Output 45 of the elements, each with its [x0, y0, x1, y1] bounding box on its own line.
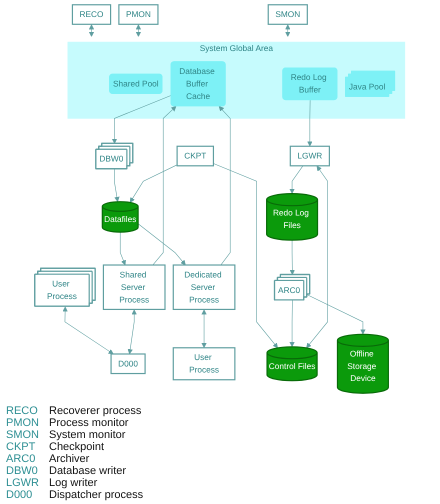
arrow — [138, 223, 186, 266]
node-box: Dedicated Server Process — [172, 264, 236, 310]
node-box: SMON — [268, 4, 308, 25]
abbreviation-meaning: Checkpoint — [49, 441, 104, 453]
arrow — [307, 100, 313, 146]
arrow — [213, 163, 278, 348]
arrow — [114, 168, 120, 202]
arrow — [202, 309, 207, 348]
arrow — [112, 95, 172, 144]
arrow — [290, 166, 304, 194]
arrow — [136, 24, 142, 37]
arrow — [290, 300, 295, 348]
abbreviation-meaning: Archiver — [49, 453, 90, 465]
abbreviation-meaning: Database writer — [49, 465, 126, 477]
arrow — [120, 232, 126, 266]
arrow — [152, 106, 176, 266]
abbreviation-meaning: Process monitor — [49, 417, 128, 429]
node-box: Shared Server Process — [103, 264, 166, 310]
abbreviation-meaning: Recoverer process — [49, 405, 142, 417]
arrow — [306, 294, 366, 335]
process-abbreviation: SMON — [6, 429, 39, 441]
node-box: LGWR — [290, 146, 330, 166]
process-abbreviation: RECO — [6, 405, 38, 417]
node-box: PMON — [118, 4, 159, 25]
process-abbreviation: CKPT — [6, 441, 36, 453]
node-box: CKPT — [176, 146, 214, 166]
abbreviation-meaning: Dispatcher process — [49, 489, 144, 501]
arrow — [306, 166, 328, 348]
arrow — [89, 24, 94, 37]
process-abbreviation: PMON — [6, 417, 39, 429]
arrow — [130, 164, 178, 203]
node-box: RECO — [72, 4, 112, 25]
node-box: D000 — [110, 353, 146, 374]
abbreviation-meaning: Log writer — [49, 477, 98, 489]
arrow — [285, 24, 291, 37]
arrow — [218, 106, 231, 266]
abbreviation-meaning: System monitor — [49, 429, 126, 441]
node-box: User Process — [172, 347, 236, 380]
process-abbreviation: D000 — [6, 489, 32, 501]
arrow — [62, 306, 114, 354]
arrow — [128, 309, 137, 354]
process-abbreviation: ARC0 — [6, 453, 36, 465]
arrow — [290, 240, 296, 276]
process-abbreviation: DBW0 — [6, 465, 38, 477]
process-abbreviation: LGWR — [6, 477, 39, 489]
